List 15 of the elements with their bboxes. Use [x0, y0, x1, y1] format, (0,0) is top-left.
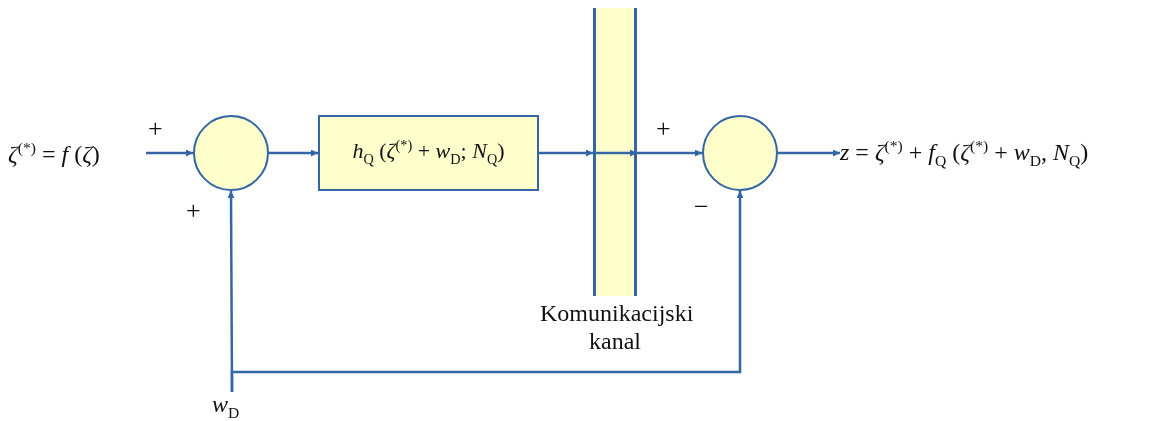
sign-label: +	[186, 198, 201, 224]
sign-label: +	[656, 116, 671, 142]
process-box	[318, 115, 539, 191]
formula: ζ$^{(*)}$ = f (ζ)	[8, 138, 100, 168]
arrow	[230, 191, 744, 392]
sign-label: −	[694, 194, 709, 220]
formula: h$_{Q}$ (ζ$^{(*)}$ + w$_{D}$; N$_{Q}$)	[352, 138, 505, 168]
arrow	[539, 149, 593, 157]
arrow	[778, 149, 840, 157]
formula: z = ζ$^{(*)}$ + f$_{Q}$ (ζ$^{(*)}$ + w$_{D}$, N$_{Q}$)	[840, 137, 1089, 169]
arrow	[269, 149, 318, 157]
variable-label: w$_{D}$	[212, 391, 240, 421]
arrow	[593, 150, 702, 157]
sign-label: +	[148, 116, 163, 142]
arrow	[146, 149, 193, 157]
